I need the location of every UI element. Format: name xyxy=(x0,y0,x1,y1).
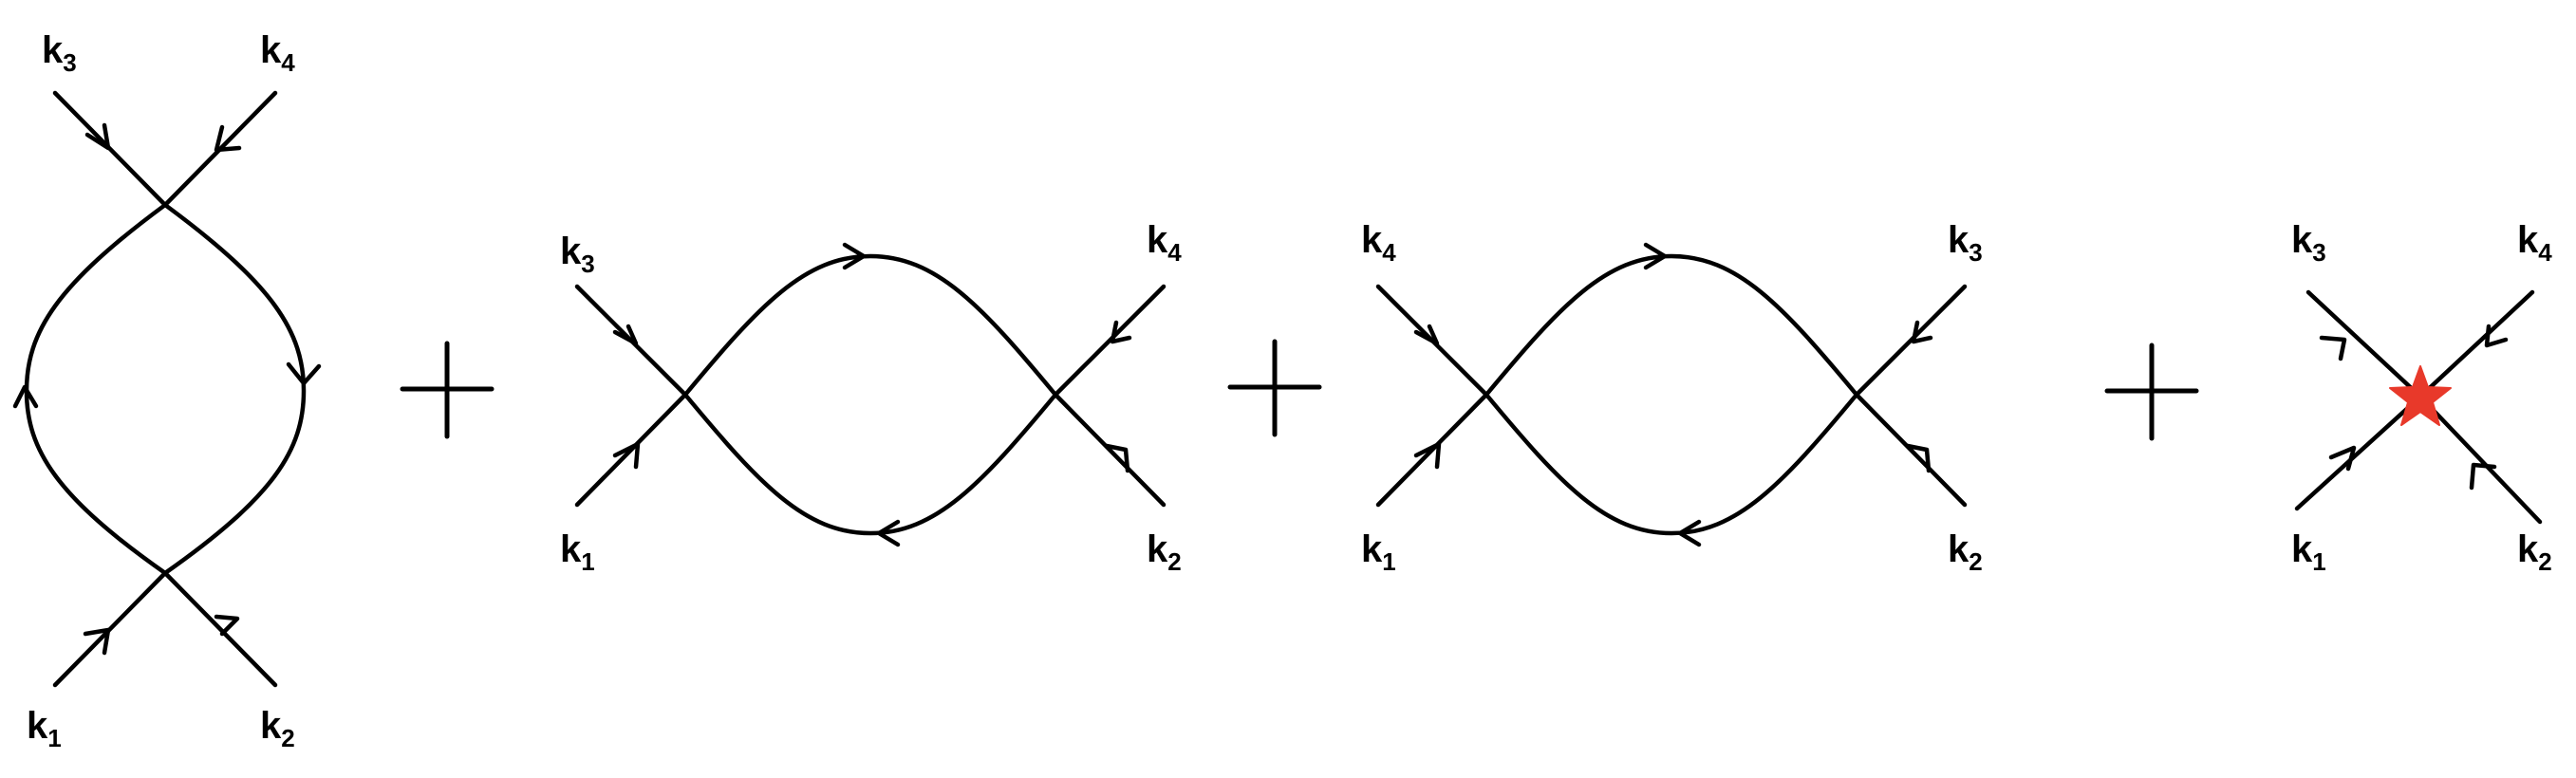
arrow-icon xyxy=(214,124,242,153)
loop-propagator-upper xyxy=(682,253,1058,398)
momentum-label-k1: k1 xyxy=(27,705,62,752)
arrow-icon xyxy=(1110,320,1132,344)
arrow-icon xyxy=(1643,242,1668,270)
external-line-k2 xyxy=(1053,392,1167,508)
external-line-k1 xyxy=(2294,394,2423,511)
external-line-k4 xyxy=(1053,284,1167,398)
momentum-label-k3: k3 xyxy=(1948,219,1983,267)
momentum-label-k2: k2 xyxy=(1948,528,1983,576)
momentum-label-k2: k2 xyxy=(2517,528,2552,576)
arrow-icon xyxy=(842,242,867,270)
external-line-k2 xyxy=(162,570,278,688)
momentum-label-k4: k4 xyxy=(260,29,295,77)
loop-propagator-lower xyxy=(682,392,1058,536)
external-line-k2 xyxy=(1854,392,1968,508)
momentum-label-k1: k1 xyxy=(1361,528,1396,576)
external-line-k4 xyxy=(2417,289,2535,399)
arrow-icon xyxy=(2328,445,2357,472)
arrow-icon xyxy=(214,614,240,637)
momentum-label-k3: k3 xyxy=(2291,219,2326,267)
arrow-icon xyxy=(612,441,641,470)
momentum-label-k4: k4 xyxy=(1147,219,1182,267)
momentum-label-k2: k2 xyxy=(1147,528,1182,576)
plus-sign xyxy=(2104,343,2199,441)
arrow-icon xyxy=(2469,462,2497,491)
plus-sign xyxy=(1227,339,1322,437)
diagram-vertical-loop: k3 k4 k1 k2 xyxy=(12,29,322,752)
momentum-label-k4: k4 xyxy=(1361,219,1396,267)
diagram-counterterm-vertex: k3 k4 k1 k2 xyxy=(2291,219,2552,576)
momentum-label-k2: k2 xyxy=(260,705,295,752)
momentum-label-k3: k3 xyxy=(560,231,595,278)
arrow-icon xyxy=(12,384,39,409)
momentum-label-k1: k1 xyxy=(560,528,595,576)
arrow-icon xyxy=(2484,324,2509,348)
loop-propagator-right xyxy=(162,202,307,576)
momentum-label-k1: k1 xyxy=(2291,528,2326,576)
arrow-icon xyxy=(83,627,111,656)
loop-propagator-lower xyxy=(1484,392,1859,536)
loop-propagator-upper xyxy=(1484,253,1859,398)
diagram-horizontal-loop-b: k4 k3 k1 k2 xyxy=(1361,219,1983,576)
diagram-horizontal-loop-a: k3 k4 k1 k2 xyxy=(560,219,1182,576)
momentum-label-k4: k4 xyxy=(2517,219,2552,267)
arrow-icon xyxy=(1413,324,1440,346)
arrow-icon xyxy=(2319,335,2347,361)
star-icon xyxy=(2389,365,2452,426)
arrow-icon xyxy=(876,519,901,547)
external-line-k3 xyxy=(2305,289,2423,399)
arrow-icon xyxy=(612,324,639,346)
arrow-icon xyxy=(84,122,111,151)
external-line-k3 xyxy=(1854,284,1968,398)
arrow-icon xyxy=(1104,443,1130,473)
arrow-icon xyxy=(1905,443,1932,473)
plus-sign xyxy=(400,341,495,439)
loop-propagator-left xyxy=(24,202,168,576)
momentum-label-k3: k3 xyxy=(42,29,77,77)
arrow-icon xyxy=(1911,320,1933,344)
arrow-icon xyxy=(286,361,322,386)
external-line-k2 xyxy=(2417,394,2543,525)
arrow-icon xyxy=(1677,519,1702,547)
arrow-icon xyxy=(1413,441,1442,470)
